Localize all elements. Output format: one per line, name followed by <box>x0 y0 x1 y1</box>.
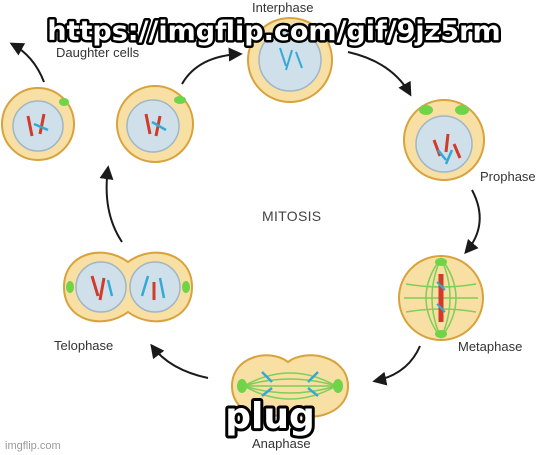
telophase-cell <box>62 251 194 323</box>
arrow-daughters-to-interphase <box>181 47 243 85</box>
arrow-metaphase-to-anaphase <box>372 345 421 386</box>
meme-bottom-caption: plug <box>225 396 315 437</box>
arrow-prophase-to-metaphase <box>464 189 481 255</box>
meme-top-caption: https://imgflip.com/gif/9jz5rm <box>47 16 500 47</box>
label-anaphase: Anaphase <box>252 436 311 451</box>
label-telophase: Telophase <box>54 338 113 353</box>
imgflip-watermark: imgflip.com <box>5 440 61 452</box>
interphase-cell <box>247 17 333 103</box>
prophase-cell <box>403 99 485 181</box>
label-metaphase: Metaphase <box>458 339 522 354</box>
daughter-cell-left <box>1 87 75 161</box>
anaphase-cell <box>230 354 350 418</box>
label-mitosis: MITOSIS <box>262 208 321 224</box>
daughter-cell-right <box>116 85 194 163</box>
cycle-arrows <box>9 42 481 386</box>
arrow-anaphase-to-telophase <box>150 343 209 379</box>
label-prophase: Prophase <box>480 169 536 184</box>
arrow-daughter-exit <box>9 42 45 83</box>
label-daughter-cells: Daughter cells <box>56 45 140 60</box>
label-interphase: Interphase <box>252 0 313 15</box>
metaphase-cell <box>398 255 484 341</box>
arrow-interphase-to-prophase <box>347 51 412 97</box>
arrow-telophase-to-daughters <box>99 165 123 243</box>
